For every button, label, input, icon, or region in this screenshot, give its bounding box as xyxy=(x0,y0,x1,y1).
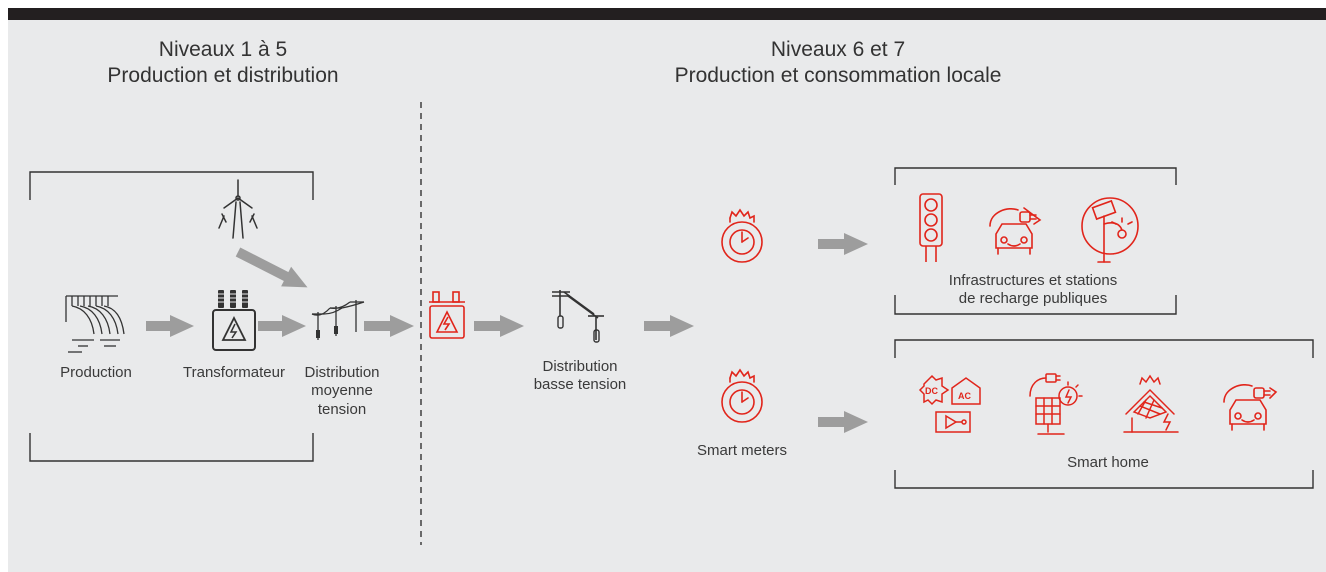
smart-home-label: Smart home xyxy=(1067,454,1149,471)
medium-voltage-label: Distribution moyenne tension xyxy=(298,364,386,419)
home-ev-car-icon xyxy=(1223,384,1278,431)
left-section-title: Niveaux 1 à 5 Production et distribution xyxy=(68,37,378,88)
low-voltage-label-line1: Distribution xyxy=(542,358,618,375)
left-title-line1: Niveaux 1 à 5 xyxy=(158,38,288,61)
connector-layer xyxy=(29,102,1314,545)
dc-ac-inverter-icon: DC AC xyxy=(918,374,981,433)
left-group-bracket-top xyxy=(29,171,314,200)
arrow-transformer-to-poles xyxy=(258,315,306,337)
arrow-poles-to-substation xyxy=(364,315,414,337)
medium-voltage-label-line1: Distribution xyxy=(304,364,380,381)
right-title-line2: Production et consommation locale xyxy=(674,63,1002,87)
home-group-bracket-bottom xyxy=(894,470,1314,489)
smart-meter-icon-home xyxy=(721,368,763,423)
traffic-light-icon xyxy=(919,193,943,262)
production-label: Production xyxy=(60,364,132,381)
medium-voltage-label-line2: moyenne xyxy=(311,382,373,400)
smart-meters-label: Smart meters xyxy=(696,442,787,459)
smart-meter-icon-public xyxy=(721,208,763,263)
substation-transformer-icon xyxy=(429,291,465,339)
svg-text:AC: AC xyxy=(958,391,971,401)
diagram-canvas: Niveaux 1 à 5 Production et distribution… xyxy=(8,20,1326,572)
low-voltage-label-line2: basse tension xyxy=(533,376,627,394)
ev-charging-car-icon xyxy=(989,207,1042,255)
top-bar xyxy=(8,8,1326,20)
arrow-meter-to-public xyxy=(818,233,868,255)
public-group-bracket-bottom xyxy=(894,295,1177,315)
public-group-bracket-top xyxy=(894,167,1177,185)
right-section-title: Niveaux 6 et 7 Production et consommatio… xyxy=(628,37,1048,88)
solar-panel-charging-icon xyxy=(1029,373,1083,435)
public-group-label: Infrastructures et stations de recharge … xyxy=(888,272,1178,309)
solar-street-lamp-icon xyxy=(1081,197,1139,263)
hydro-dam-icon xyxy=(65,295,125,353)
public-group-label-line1: Infrastructures et stations xyxy=(948,272,1118,289)
left-group-bracket-bottom xyxy=(29,433,314,462)
transformer-icon xyxy=(212,290,256,351)
public-group-label-line2: de recharge publiques xyxy=(958,290,1108,308)
right-title-line1: Niveaux 6 et 7 xyxy=(770,38,906,61)
arrow-low-voltage-to-meters xyxy=(644,315,694,337)
arrow-production-to-transformer xyxy=(146,315,194,337)
transformer-label: Transformateur xyxy=(183,364,285,381)
left-title-line2: Production et distribution xyxy=(107,63,339,87)
home-group-bracket-top xyxy=(894,339,1314,358)
power-poles-icon xyxy=(311,300,365,340)
arrow-substation-to-low-voltage xyxy=(474,315,524,337)
wind-turbine-icon xyxy=(218,179,258,239)
low-voltage-label: Distribution basse tension xyxy=(514,358,646,395)
arrow-meter-to-home xyxy=(818,411,868,433)
svg-text:DC: DC xyxy=(925,386,938,396)
medium-voltage-label-line3: tension xyxy=(317,400,367,418)
arrow-wind-to-poles xyxy=(235,247,308,288)
rooftop-solar-icon xyxy=(1123,374,1179,433)
low-voltage-line-icon xyxy=(552,290,604,343)
